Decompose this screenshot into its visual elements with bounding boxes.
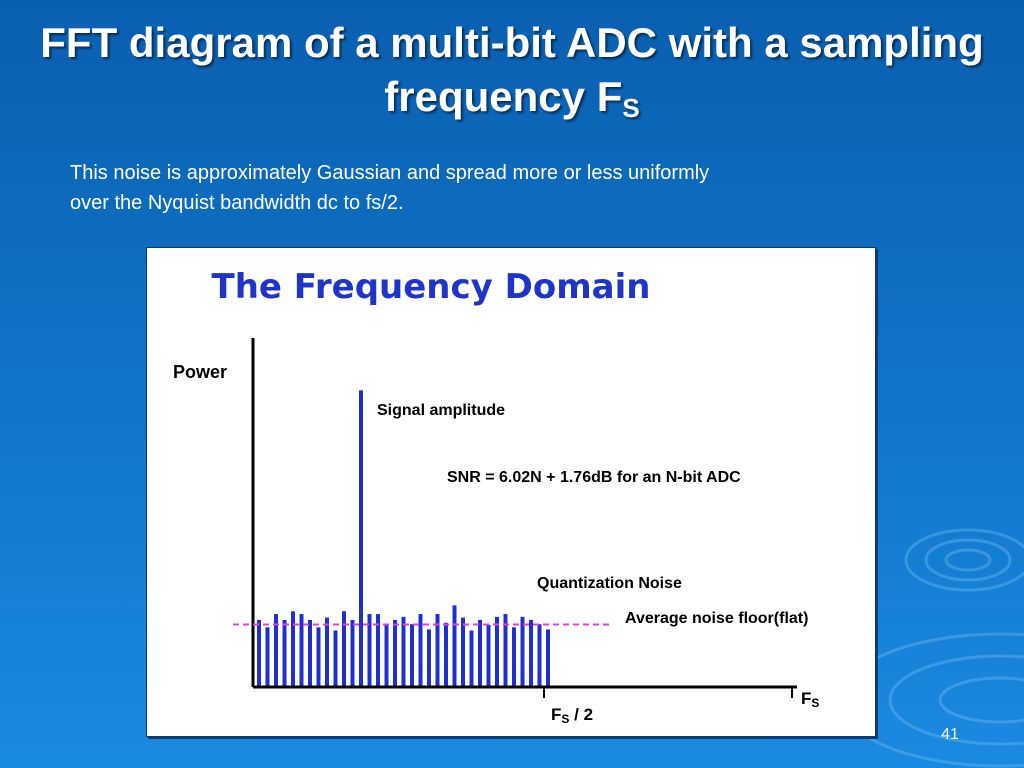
noise-bar: [427, 629, 431, 687]
noise-bar: [282, 619, 287, 687]
noise-bar: [410, 624, 414, 687]
noise-bar: [316, 627, 321, 687]
noise-bar: [435, 614, 440, 687]
noise-bar: [452, 605, 457, 687]
noise-bar: [376, 614, 380, 687]
noise-bar: [308, 619, 312, 687]
slide-title-subscript: S: [622, 93, 640, 123]
noise-bar: [512, 627, 516, 687]
noise-bar: [546, 629, 550, 687]
noise-bar: [384, 624, 389, 687]
noise-bar: [401, 616, 406, 687]
noise-bar: [495, 616, 499, 687]
signal-amplitude-label: Signal amplitude: [377, 402, 505, 419]
fft-chart: The Frequency Domain Power Signal amplit…: [173, 267, 819, 726]
frequency-domain-figure: The Frequency Domain Power Signal amplit…: [146, 247, 876, 737]
noise-bar: [503, 614, 508, 687]
noise-bar: [367, 614, 372, 687]
nyquist-label: FS / 2: [551, 705, 593, 726]
slide-title-main: FFT diagram of a multi-bit ADC with a sa…: [40, 19, 984, 120]
noise-bar: [299, 614, 304, 687]
body-text-line-1: This noise is approximately Gaussian and…: [70, 162, 710, 184]
noise-bar: [265, 627, 270, 687]
noise-bar: [537, 624, 542, 687]
noise-bar: [418, 614, 423, 687]
noise-bar: [274, 614, 278, 687]
quantization-noise-label: Quantization Noise: [537, 575, 682, 592]
noise-bar: [333, 630, 338, 687]
noise-bar: [529, 619, 533, 687]
page-number: 41: [941, 726, 959, 743]
noise-bar: [478, 619, 482, 687]
body-text-line-2: over the Nyquist bandwidth dc to fs/2.: [70, 192, 404, 214]
noise-bar: [461, 617, 465, 687]
noise-bar: [444, 622, 448, 687]
signal-spike: [359, 390, 363, 687]
noise-bar: [342, 611, 346, 687]
noise-floor-label: Average noise floor(flat): [625, 610, 808, 627]
noise-bar: [291, 611, 295, 687]
noise-bar: [325, 617, 329, 687]
noise-bar: [393, 619, 397, 687]
slide-title: FFT diagram of a multi-bit ADC with a sa…: [0, 16, 1024, 135]
snr-formula-label: SNR = 6.02N + 1.76dB for an N-bit ADC: [447, 469, 741, 486]
noise-bar: [257, 619, 261, 687]
noise-bar: [469, 630, 474, 687]
figure-heading: The Frequency Domain: [212, 267, 651, 307]
y-axis-label: Power: [173, 362, 227, 382]
noise-bar: [520, 616, 525, 687]
fs-label: FS: [801, 689, 819, 710]
slide-body-text: This noise is approximately Gaussian and…: [70, 158, 930, 218]
spectrum-bars: [257, 390, 550, 687]
noise-bar: [350, 619, 355, 687]
noise-bar: [486, 624, 491, 687]
